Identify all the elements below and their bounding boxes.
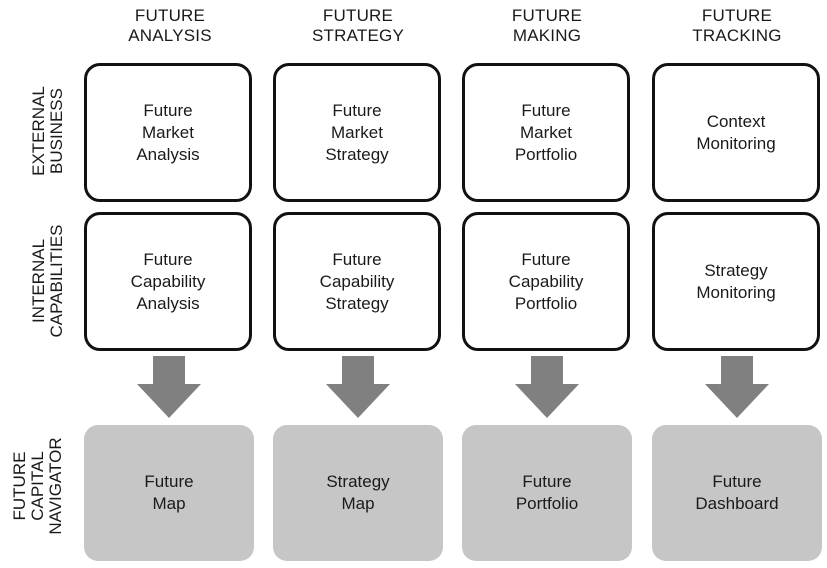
box-text-line: Future	[521, 100, 571, 120]
navigator-box-future-portfolio: Future Portfolio	[462, 425, 632, 561]
column-header-future-analysis: FUTURE ANALYSIS	[85, 6, 255, 46]
box-text-line: Context	[706, 111, 766, 131]
row-label-line: CAPABILITIES	[47, 224, 66, 338]
box-text-line: Strategy	[325, 144, 389, 164]
column-header-line: FUTURE	[134, 6, 206, 25]
navigator-box-strategy-map: Strategy Map	[273, 425, 443, 561]
box-text-line: Analysis	[136, 293, 200, 313]
row-label-internal-capabilities: INTERNAL CAPABILITIES	[18, 206, 78, 356]
box-text-line: Strategy	[325, 293, 389, 313]
box-text-line: Strategy	[704, 260, 768, 280]
box-context-monitoring: Context Monitoring	[652, 63, 820, 202]
box-text-line: Capability	[319, 271, 395, 291]
row-label-line: EXTERNAL	[29, 86, 48, 176]
down-arrow-icon	[137, 356, 201, 418]
row-label-line: INTERNAL	[29, 238, 48, 324]
down-arrow-icon	[326, 356, 390, 418]
box-text-line: Portfolio	[515, 494, 579, 513]
column-header-future-making: FUTURE MAKING	[462, 6, 632, 46]
box-text-line: Dashboard	[695, 494, 779, 513]
row-label-line: CAPITAL	[28, 451, 47, 521]
box-text-line: Future	[522, 472, 572, 491]
column-header-line: FUTURE	[511, 6, 583, 25]
box-future-capability-analysis: Future Capability Analysis	[84, 212, 252, 351]
navigator-box-future-dashboard: Future Dashboard	[652, 425, 822, 561]
box-future-market-strategy: Future Market Strategy	[273, 63, 441, 202]
box-text-line: Monitoring	[696, 282, 776, 302]
box-text-line: Portfolio	[514, 293, 578, 313]
box-text-line: Future	[143, 100, 193, 120]
navigator-box-future-map: Future Map	[84, 425, 254, 561]
box-text-line: Future	[521, 249, 571, 269]
column-header-line: TRACKING	[692, 26, 782, 45]
box-text-line: Capability	[508, 271, 584, 291]
column-header-future-strategy: FUTURE STRATEGY	[273, 6, 443, 46]
column-header-line: FUTURE	[701, 6, 773, 25]
box-text-line: Future	[712, 472, 762, 491]
box-text-line: Market	[520, 122, 572, 142]
row-label-line: FUTURE	[10, 451, 29, 521]
box-text-line: Map	[152, 494, 186, 513]
row-label-line: NAVIGATOR	[46, 437, 65, 535]
column-header-future-tracking: FUTURE TRACKING	[652, 6, 822, 46]
column-header-line: FUTURE	[322, 6, 394, 25]
box-future-capability-strategy: Future Capability Strategy	[273, 212, 441, 351]
row-label-line: BUSINESS	[47, 88, 66, 174]
box-text-line: Monitoring	[696, 133, 776, 153]
box-text-line: Future	[332, 100, 382, 120]
box-text-line: Market	[331, 122, 383, 142]
column-header-line: MAKING	[512, 26, 582, 45]
column-header-line: ANALYSIS	[128, 26, 212, 45]
box-text-line: Strategy	[326, 472, 390, 491]
box-future-market-portfolio: Future Market Portfolio	[462, 63, 630, 202]
box-text-line: Future	[143, 249, 193, 269]
box-future-capability-portfolio: Future Capability Portfolio	[462, 212, 630, 351]
row-label-future-capital-navigator: FUTURE CAPITAL NAVIGATOR	[8, 406, 68, 566]
box-text-line: Future	[332, 249, 382, 269]
box-text-line: Map	[341, 494, 375, 513]
down-arrow-icon	[705, 356, 769, 418]
box-text-line: Analysis	[136, 144, 200, 164]
box-text-line: Future	[144, 472, 194, 491]
box-text-line: Portfolio	[514, 144, 578, 164]
box-text-line: Capability	[130, 271, 206, 291]
down-arrow-icon	[515, 356, 579, 418]
box-strategy-monitoring: Strategy Monitoring	[652, 212, 820, 351]
box-future-market-analysis: Future Market Analysis	[84, 63, 252, 202]
box-text-line: Market	[142, 122, 194, 142]
column-header-line: STRATEGY	[312, 26, 404, 45]
row-label-external-business: EXTERNAL BUSINESS	[18, 56, 78, 206]
